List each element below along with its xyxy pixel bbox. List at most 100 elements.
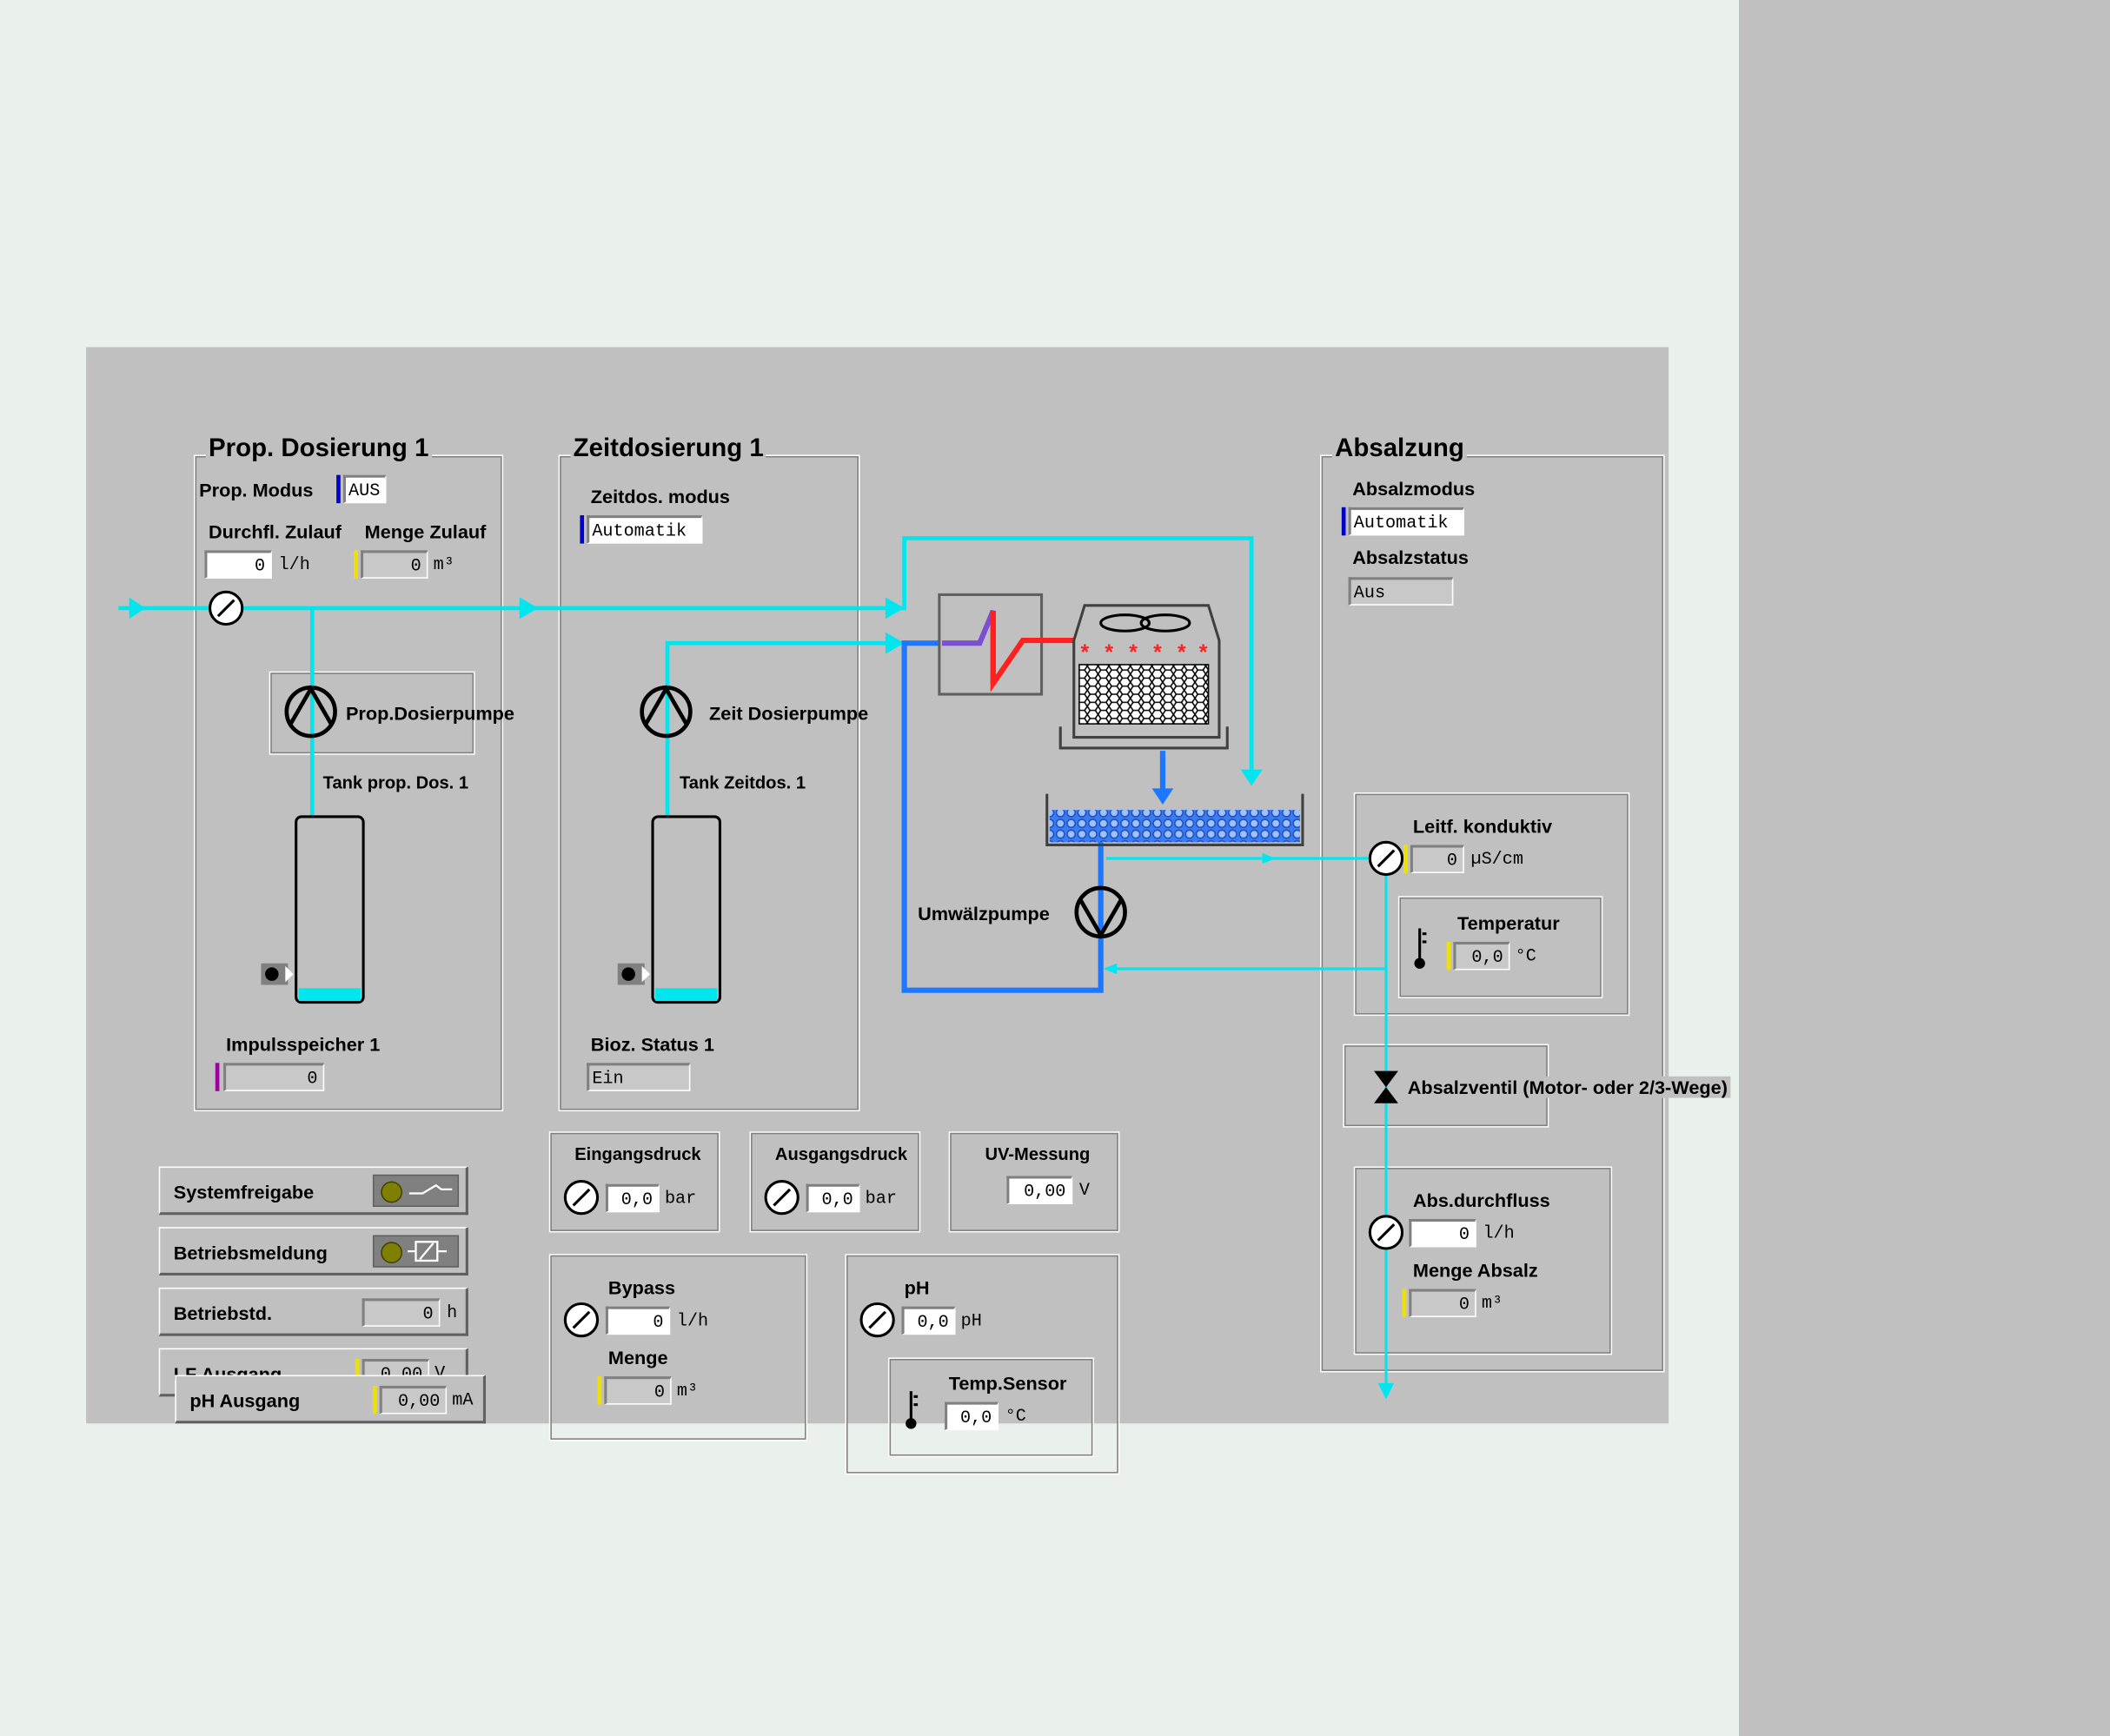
betriebsmeldung-button[interactable]: Betriebsmeldung: [158, 1227, 468, 1275]
svg-text:*: *: [1105, 641, 1113, 665]
cooling-basin: [1045, 793, 1304, 847]
conductivity-meter-symbol: [1368, 840, 1404, 877]
uv-field[interactable]: 0,00: [1006, 1176, 1073, 1204]
temperature-unit: °C: [1515, 945, 1536, 966]
svg-text:*: *: [1199, 641, 1208, 665]
prop-pump-box: [269, 671, 475, 755]
svg-text:*: *: [1153, 641, 1162, 665]
thermometer-temp-sensor-symbol: [906, 1391, 919, 1429]
release-switch-icon[interactable]: [372, 1174, 460, 1208]
circulation-pump-label[interactable]: Umwälzpumpe: [918, 903, 1050, 924]
bypass-amount-field[interactable]: 0: [604, 1376, 672, 1405]
bypass-box: [548, 1254, 808, 1441]
pulse-memory-label: Impulsspeicher 1: [226, 1033, 381, 1056]
svg-text:*: *: [1129, 641, 1138, 665]
betriebsstunden-box: Betriebstd. 0 h: [158, 1287, 468, 1336]
hours-field[interactable]: 0: [362, 1298, 441, 1327]
absalz-status-field[interactable]: Aus: [1348, 577, 1454, 606]
absalz-flow-field[interactable]: 0: [1409, 1218, 1476, 1248]
temp-sensor-label: Temp.Sensor: [948, 1372, 1067, 1395]
conductivity-unit: µS/cm: [1470, 849, 1523, 870]
prop-flow-label: Durchfl. Zulauf: [209, 520, 342, 543]
uv-unit: V: [1078, 1180, 1090, 1201]
zeit-mode-marker: [580, 515, 585, 544]
prop-dosierung-title: Prop. Dosierung 1: [205, 435, 432, 463]
prop-amount-label: Menge Zulauf: [364, 520, 487, 543]
conductivity-label: Leitf. konduktiv: [1412, 815, 1553, 838]
prop-flow-field[interactable]: 0: [204, 550, 272, 579]
zeit-mode-field[interactable]: Automatik: [587, 515, 703, 544]
temp-sensor-unit: °C: [1005, 1406, 1026, 1427]
conductivity-marker: [1403, 845, 1408, 873]
ph-output-box: pH Ausgang 0,00 mA: [175, 1375, 487, 1424]
bypass-amount-label: Menge: [607, 1347, 668, 1368]
bioz-status-field[interactable]: Ein: [587, 1063, 691, 1091]
operation-relay-icon[interactable]: [372, 1235, 460, 1268]
temperature-marker: [1446, 941, 1451, 971]
absalz-flowmeter-symbol: [1368, 1215, 1404, 1250]
prop-pump-label[interactable]: Prop.Dosierpumpe: [345, 702, 514, 725]
outlet-pressure-gauge-symbol: [764, 1180, 800, 1216]
inlet-pressure-box: [548, 1131, 720, 1233]
absalz-flow-unit: l/h: [1483, 1222, 1515, 1243]
zeit-tank-label: Tank Zeitdos. 1: [679, 772, 806, 793]
conductivity-box: [1353, 792, 1630, 1017]
prop-amount-field[interactable]: 0: [360, 550, 428, 579]
circulation-pump-symbol: [1074, 885, 1127, 939]
zeit-mode-label: Zeitdos. modus: [590, 486, 730, 507]
hours-unit: h: [447, 1302, 458, 1323]
systemfreigabe-label: Systemfreigabe: [173, 1181, 315, 1203]
tank-prop: [261, 815, 365, 1004]
bypass-flowmeter-symbol: [563, 1302, 600, 1338]
temperature-label: Temperatur: [1457, 911, 1560, 934]
outlet-pressure-field[interactable]: 0,0: [806, 1183, 860, 1213]
absalz-amount-unit: m³: [1481, 1293, 1503, 1314]
conductivity-field[interactable]: 0: [1410, 845, 1464, 873]
absalz-mode-field[interactable]: Automatik: [1348, 507, 1464, 536]
ph-output-field[interactable]: 0,00: [379, 1385, 448, 1415]
prop-mode-marker: [336, 474, 341, 504]
bypass-label: Bypass: [607, 1276, 676, 1299]
temperature-box: [1397, 896, 1603, 998]
release-led-icon: [381, 1181, 403, 1203]
temp-sensor-box: [888, 1357, 1094, 1458]
bioz-status-label: Bioz. Status 1: [590, 1033, 714, 1056]
measure-pipe: [1105, 857, 1388, 1386]
ph-box: [845, 1254, 1120, 1475]
uv-box: [948, 1131, 1120, 1233]
systemfreigabe-button[interactable]: Systemfreigabe: [158, 1166, 468, 1216]
absalz-mode-marker: [1341, 507, 1346, 536]
prop-pump-symbol: [284, 685, 337, 739]
zeit-pump-label[interactable]: Zeit Dosierpumpe: [709, 702, 869, 725]
absalz-valve-symbol: [1374, 1070, 1398, 1103]
prop-mode-label: Prop. Modus: [199, 479, 314, 501]
pulse-memory-field[interactable]: 0: [223, 1063, 325, 1091]
right-side-strip: [1739, 0, 2110, 1736]
cooling-tower: * * * * * *: [1058, 604, 1229, 750]
inlet-pressure-gauge-symbol: [563, 1180, 600, 1216]
ph-probe-symbol: [859, 1302, 895, 1338]
absalz-valve-label[interactable]: Absalzventil (Motor- oder 2/3-Wege): [1407, 1076, 1731, 1098]
prop-amount-unit: m³: [433, 553, 455, 575]
absalzung-title: Absalzung: [1332, 435, 1467, 463]
inlet-pressure-label: Eingangsdruck: [574, 1143, 701, 1164]
svg-text:*: *: [1080, 641, 1089, 665]
svg-text:*: *: [1178, 641, 1186, 665]
absalz-status-label: Absalzstatus: [1352, 546, 1469, 568]
bypass-field[interactable]: 0: [605, 1306, 671, 1335]
bypass-amount-unit: m³: [676, 1380, 699, 1401]
ph-output-marker: [372, 1385, 377, 1415]
outlet-pressure-label: Ausgangsdruck: [774, 1143, 908, 1164]
prop-amount-marker: [354, 550, 358, 579]
absalz-amount-field[interactable]: 0: [1409, 1289, 1476, 1317]
outlet-pressure-unit: bar: [865, 1188, 897, 1209]
prop-mode-field[interactable]: AUS: [342, 474, 387, 504]
inlet-pressure-field[interactable]: 0,0: [605, 1183, 660, 1213]
ph-field[interactable]: 0,0: [901, 1306, 956, 1335]
temp-sensor-field[interactable]: 0,0: [945, 1401, 999, 1431]
temperature-field[interactable]: 0,0: [1453, 941, 1510, 971]
absalz-amount-marker: [1402, 1289, 1407, 1317]
uv-label: UV-Messung: [985, 1143, 1091, 1164]
